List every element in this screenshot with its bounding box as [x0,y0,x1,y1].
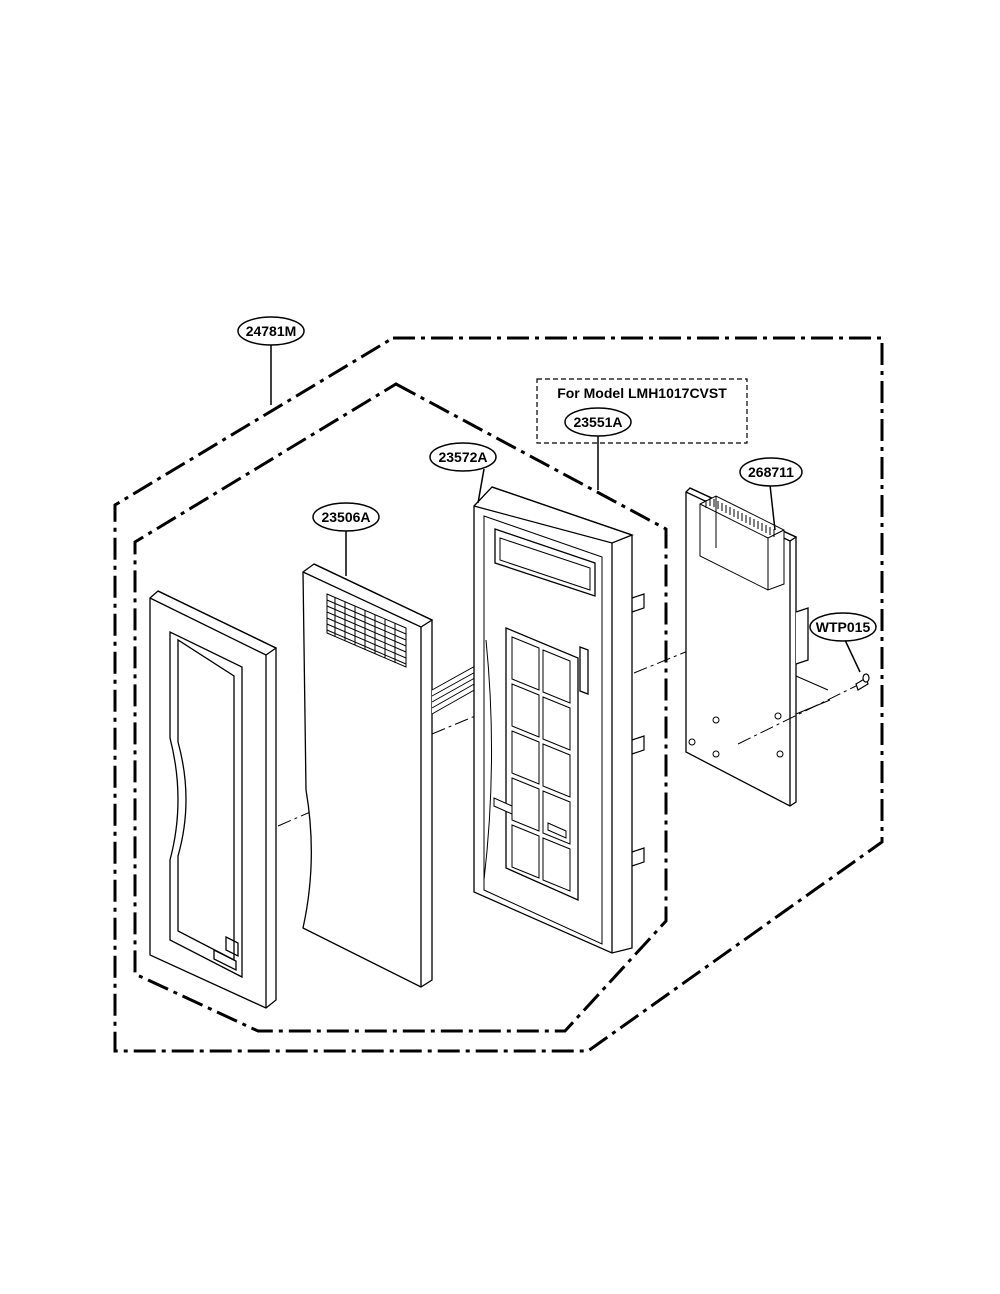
svg-text:For Model LMH1017CVST: For Model LMH1017CVST [557,385,727,401]
label-23572a: 23572A [429,442,497,472]
inner-kit-boundary [133,382,668,1033]
pcb-part [685,487,831,807]
pcb-connector [699,495,785,591]
door-frame-part [149,590,278,1009]
svg-text:23572A: 23572A [438,449,487,465]
membrane-sheet-part [302,563,434,988]
svg-text:268711: 268711 [748,464,794,480]
display-window-hatch [326,593,407,668]
label-268711: 268711 [739,457,803,487]
control-frame-part [473,486,645,954]
leader-wtp015 [844,639,861,673]
svg-text:24781M: 24781M [246,323,297,339]
outer-assembly-boundary [113,336,884,1053]
leader-268711 [769,484,776,531]
model-note: For Model LMH1017CVST 23551A [557,385,727,437]
screw-part [855,673,870,691]
svg-text:23506A: 23506A [321,509,370,525]
svg-text:WTP015: WTP015 [816,619,871,635]
svg-text:23551A: 23551A [573,414,622,430]
model-note-box [536,378,748,444]
label-23506a: 23506A [312,502,380,532]
leader-23572a [477,468,485,504]
center-line-screw [737,685,857,745]
label-24781m: 24781M [237,316,305,346]
label-wtp015: WTP015 [809,612,877,642]
